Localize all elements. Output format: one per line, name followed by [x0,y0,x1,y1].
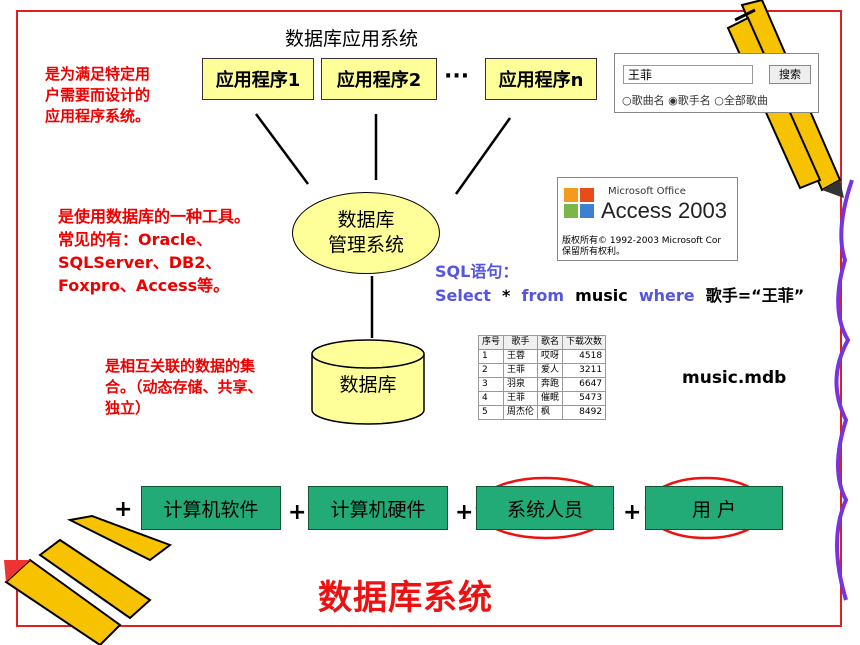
database-note: 是相互关联的数据的集 合。（动态存储、共享、 独立） [105,357,263,417]
connector-line [254,113,310,185]
component-users: 用 户 [645,486,783,530]
access-splash: Microsoft Office Access 2003 版权所有© 1992-… [557,177,738,261]
dbms-ellipse: 数据库 管理系统 [292,192,440,274]
pencil-icon [4,514,173,645]
copyright: 版权所有© 1992-2003 Microsoft Cor 保留所有权利。 [562,236,722,257]
database-cylinder [311,339,425,425]
product-name: Access 2003 [601,198,727,223]
search-button[interactable]: 搜索 [769,65,811,84]
table-header-row: 序号 歌手 歌名 下载次数 [477,335,607,350]
search-widget: 王菲 搜索 ○歌曲名 ◉歌手名 ○全部歌曲 [614,53,819,113]
app-box-n: 应用程序n [485,58,597,100]
plus-sign: + [288,500,307,525]
app-note: 是为满足特定用 户需要而设计的 应用程序系统。 [45,65,151,125]
component-hardware: 计算机硬件 [308,486,448,530]
database-label: 数据库 [339,374,397,396]
main-title: 数据库系统 [318,578,493,618]
dbms-note: 是使用数据库的一种工具。 常见的有：Oracle、 SQLServer、DB2、… [58,207,251,295]
office-logo-icon [564,188,594,218]
component-software: 计算机软件 [141,486,281,530]
search-input[interactable]: 王菲 [623,65,753,84]
brand-text: Microsoft Office [608,186,686,197]
radio-icon[interactable]: ○ [714,94,724,107]
app-system-title: 数据库应用系统 [285,28,419,50]
ellipsis: ··· [444,64,470,89]
search-options: ○歌曲名 ◉歌手名 ○全部歌曲 [622,94,768,107]
connector-line [454,117,512,195]
sql-statement: SQL语句： Select * from music where 歌手=“王菲” [435,262,805,305]
component-staff: 系统人员 [476,486,614,530]
scribble-decoration [834,179,854,601]
radio-selected-icon[interactable]: ◉ [668,94,678,107]
plus-sign: + [114,497,133,522]
radio-icon[interactable]: ○ [622,94,632,107]
plus-sign: + [623,500,642,525]
plus-sign: + [455,500,474,525]
app-box-1: 应用程序1 [202,58,314,100]
mdb-filename: music.mdb [682,368,787,388]
app-box-2: 应用程序2 [321,58,437,100]
